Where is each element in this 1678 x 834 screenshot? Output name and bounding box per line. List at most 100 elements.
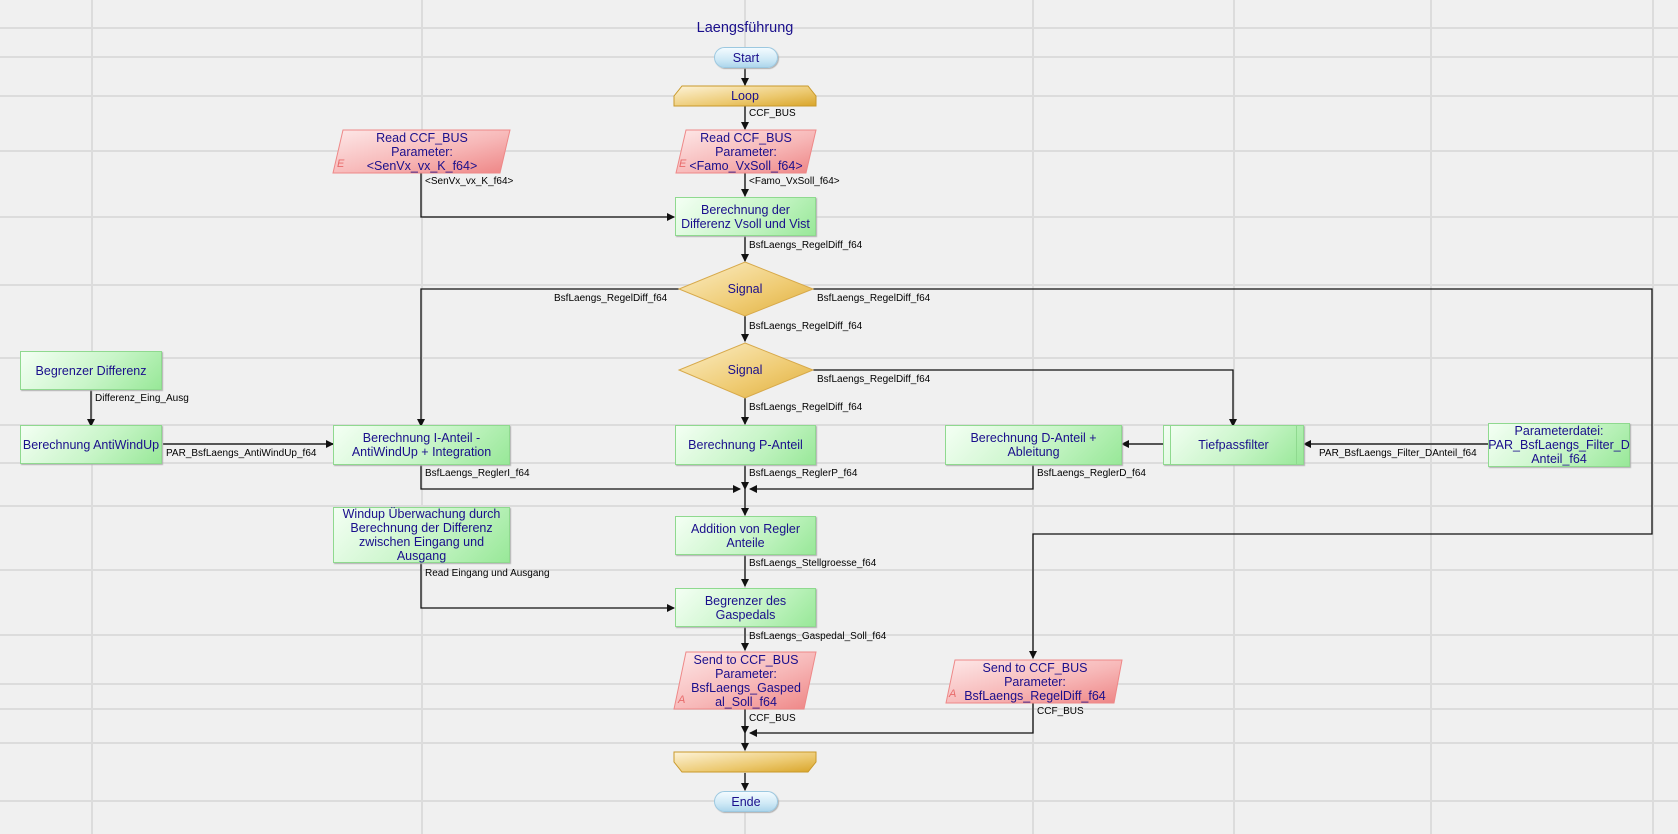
grid-line	[0, 150, 1678, 152]
read-senvx-line2: Parameter:	[391, 144, 453, 159]
grid-line	[1430, 0, 1432, 834]
signal-2-label[interactable]: Signal	[727, 363, 763, 377]
connector-label: BsfLaengs_RegelDiff_f64	[554, 293, 668, 304]
grid-line	[1652, 0, 1654, 834]
read-famo-node[interactable]: Read CCF_BUS Parameter: <Famo_VxSoll_f64…	[680, 130, 812, 173]
loop-end-shape	[673, 751, 817, 773]
connector-label: Read Eingang und Ausgang	[425, 568, 550, 579]
grid-line	[421, 0, 423, 834]
grid-line	[0, 424, 1678, 426]
output-marker-icon: A	[949, 688, 957, 700]
i-anteil-line2: AntiWindUp + Integration	[351, 445, 492, 459]
grid-line	[0, 505, 1678, 507]
grid-line	[91, 0, 93, 834]
connector	[813, 288, 1653, 659]
addition-regler-node[interactable]: Addition von Regler Anteile	[675, 516, 816, 555]
tiefpassfilter-node[interactable]: Tiefpassfilter	[1163, 425, 1304, 465]
grid-line	[0, 216, 1678, 218]
gaspedal-line2: Gaspedals	[715, 607, 776, 622]
loop-start-label[interactable]: Loop	[731, 89, 759, 103]
loop-end-label[interactable]	[674, 752, 816, 772]
connector-label: CCF_BUS	[749, 108, 796, 119]
grid-line	[0, 95, 1678, 97]
connector-label: BsfLaengs_Stellgroesse_f64	[749, 558, 877, 569]
start-terminal[interactable]: Start	[714, 47, 778, 68]
send-regeldiff-node[interactable]: Send to CCF_BUS Parameter: BsfLaengs_Reg…	[952, 660, 1118, 703]
windup-line2: Berechnung der Differenz	[350, 521, 493, 535]
diagram-title: Laengsführung	[696, 20, 794, 36]
signal-2-shape	[677, 342, 815, 399]
parameterdatei-line3: Anteil_f64	[1531, 452, 1587, 466]
output-marker-icon: A	[678, 694, 686, 706]
grid-line	[0, 569, 1678, 571]
connector-label: BsfLaengs_RegelDiff_f64	[749, 240, 863, 251]
windup-line1: Windup Überwachung durch	[342, 507, 501, 521]
read-famo-line1: Read CCF_BUS	[700, 130, 792, 145]
end-terminal[interactable]: Ende	[714, 791, 778, 812]
grid-line	[0, 800, 1678, 802]
begrenzer-gaspedal-node[interactable]: Begrenzer des Gaspedals	[675, 588, 816, 627]
send-regeldiff-line3: BsfLaengs_RegelDiff_f64	[964, 688, 1106, 703]
berechnung-d-anteil-node[interactable]: Berechnung D-Anteil + Ableitung	[945, 425, 1122, 465]
connector-label: BsfLaengs_RegelDiff_f64	[749, 321, 863, 332]
send-gaspedal-line4: al_Soll_f64	[715, 694, 777, 709]
connector-label: BsfLaengs_RegelDiff_f64	[817, 374, 931, 385]
windup-line3: zwischen Eingang und Ausgang	[358, 535, 485, 563]
grid-line	[1032, 0, 1034, 834]
connector-label: PAR_BsfLaengs_AntiWindUp_f64	[166, 448, 317, 459]
parameterdatei-node[interactable]: Parameterdatei: PAR_BsfLaengs_Filter_D A…	[1488, 423, 1630, 467]
connector-label: <SenVx_vx_K_f64>	[425, 176, 514, 187]
d-anteil-line2: Ableitung	[1007, 445, 1060, 459]
signal-1-shape	[677, 261, 815, 317]
grid-line	[0, 683, 1678, 685]
gaspedal-line1: Begrenzer des	[704, 593, 787, 608]
parameterdatei-line2: PAR_BsfLaengs_Filter_D	[1488, 438, 1630, 452]
grid-line	[0, 56, 1678, 58]
i-anteil-line1: Berechnung I-Anteil -	[362, 431, 481, 445]
send-gaspedal-shape	[673, 651, 817, 710]
connector-label: CCF_BUS	[749, 713, 796, 724]
connector-label: <Famo_VxSoll_f64>	[749, 176, 840, 187]
windup-ueberwachung-node[interactable]: Windup Überwachung durch Berechnung der …	[333, 507, 510, 563]
connector-label: BsfLaengs_Gaspedal_Soll_f64	[749, 631, 887, 642]
tiefpassfilter-label: Tiefpassfilter	[1198, 438, 1269, 452]
grid-line	[0, 634, 1678, 636]
send-gaspedal-line1: Send to CCF_BUS	[693, 652, 799, 667]
d-anteil-line1: Berechnung D-Anteil +	[970, 431, 1097, 445]
read-senvx-line1: Read CCF_BUS	[376, 130, 468, 145]
input-marker-icon: E	[679, 158, 687, 170]
connector-label: BsfLaengs_RegelDiff_f64	[817, 293, 931, 304]
grid-line	[0, 462, 1678, 464]
berechnung-antiwindup-node[interactable]: Berechnung AntiWindUp	[20, 425, 162, 464]
parameterdatei-line1: Parameterdatei:	[1514, 424, 1604, 438]
send-gaspedal-line3: BsfLaengs_Gasped	[691, 680, 801, 695]
connector-label: BsfLaengs_ReglerD_f64	[1037, 468, 1146, 479]
connector	[749, 703, 1034, 737]
grid-line	[1233, 0, 1235, 834]
connector	[420, 465, 741, 493]
connector-label: CCF_BUS	[1037, 706, 1084, 717]
begrenzer-differenz-node[interactable]: Begrenzer Differenz	[20, 351, 162, 390]
berechnung-i-anteil-node[interactable]: Berechnung I-Anteil - AntiWindUp + Integ…	[333, 425, 510, 465]
addition-line1: Addition von Regler	[690, 521, 801, 536]
berechnung-differenz-node[interactable]: Berechnung der Differenz Vsoll und Vist	[675, 197, 816, 236]
connector	[417, 288, 679, 427]
send-regeldiff-line1: Send to CCF_BUS	[982, 660, 1088, 675]
connector-label: BsfLaengs_RegelDiff_f64	[749, 402, 863, 413]
send-regeldiff-line2: Parameter:	[1004, 674, 1066, 689]
read-senvx-node[interactable]: Read CCF_BUS Parameter: <SenVx_vx_K_f64>	[338, 130, 506, 173]
berechnung-p-anteil-node[interactable]: Berechnung P-Anteil	[675, 425, 816, 465]
connector	[420, 563, 675, 612]
connector-label: Differenz_Eing_Ausg	[95, 393, 189, 404]
input-marker-icon: E	[337, 158, 345, 170]
send-gaspedal-node[interactable]: Send to CCF_BUS Parameter: BsfLaengs_Gas…	[680, 652, 812, 709]
addition-line2: Anteile	[726, 535, 765, 550]
signal-1-label[interactable]: Signal	[727, 282, 763, 296]
berechnung-differenz-line1: Berechnung der	[701, 202, 790, 217]
grid-line	[0, 742, 1678, 744]
grid-line	[0, 708, 1678, 710]
send-gaspedal-line2: Parameter:	[715, 666, 777, 681]
grid-line	[0, 284, 1678, 286]
grid-line	[0, 357, 1678, 359]
